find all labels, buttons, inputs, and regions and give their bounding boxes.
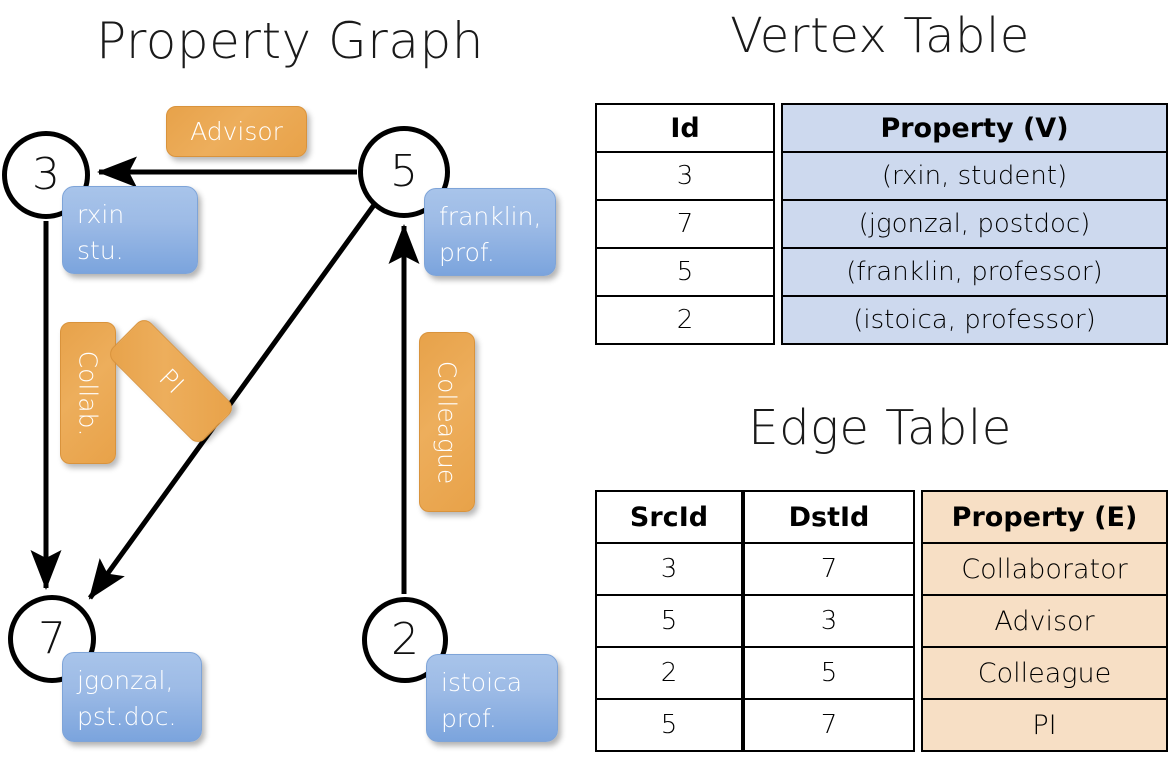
vertex-property-box-3: rxin stu. (62, 186, 198, 274)
edge-table-cell-dstid: 5 (743, 646, 915, 700)
edge-table-header-srcid: SrcId (595, 490, 743, 544)
table-row[interactable]: Advisor (921, 594, 1168, 648)
table-row[interactable]: 2 (595, 646, 743, 700)
table-row[interactable]: (istoica, professor) (781, 295, 1168, 345)
edge-table-cell-srcid: 2 (595, 646, 743, 700)
table-header-row: Property (E) (921, 490, 1168, 544)
table-row[interactable]: 5 (595, 698, 743, 752)
vertex-table-cell-property: (franklin, professor) (781, 247, 1168, 297)
edge-label-collab: Collab. (60, 322, 116, 464)
table-row[interactable]: 5 (743, 646, 915, 700)
vertex-node-5[interactable]: 5 (358, 126, 450, 218)
vertex-property-box-5: franklin, prof. (424, 188, 556, 276)
vertex-property-role-3: stu. (77, 236, 124, 266)
edge-label-pi-text: PI (152, 362, 190, 400)
table-row[interactable]: 3 (743, 594, 915, 648)
edge-table-cell-dstid: 7 (743, 698, 915, 752)
table-row[interactable]: 7 (743, 698, 915, 752)
vertex-table-cell-property: (istoica, professor) (781, 295, 1168, 345)
table-row[interactable]: Collaborator (921, 542, 1168, 596)
vertex-table-header-property: Property (V) (781, 103, 1168, 153)
vertex-property-name-5: franklin, (439, 202, 542, 231)
vertex-property-name-2: istoica (441, 668, 523, 697)
edge-table-cell-property: Colleague (921, 646, 1168, 700)
table-row[interactable]: 5 (595, 594, 743, 648)
edge-label-colleague-text: Colleague (432, 360, 462, 484)
table-row[interactable]: (jgonzal, postdoc) (781, 199, 1168, 249)
vertex-property-box-7: jgonzal, pst.doc. (62, 652, 202, 742)
vertex-table-cell-id: 2 (595, 295, 775, 345)
edge-table-cell-dstid: 3 (743, 594, 915, 648)
vertex-table-cell-id: 3 (595, 151, 775, 201)
table-row[interactable]: 2 (595, 295, 775, 345)
edge-label-collab-text: Collab. (73, 350, 103, 436)
edge-table-cell-property: PI (921, 698, 1168, 752)
table-row[interactable]: (franklin, professor) (781, 247, 1168, 297)
vertex-property-box-2: istoica prof. (426, 654, 558, 742)
table-row[interactable]: 3 (595, 151, 775, 201)
table-row[interactable]: Colleague (921, 646, 1168, 700)
edge-table-header-property: Property (E) (921, 490, 1168, 544)
vertex-property-name-3: rxin (77, 200, 125, 229)
table-header-row: Property (V) (781, 103, 1168, 153)
table-row[interactable]: 7 (743, 542, 915, 596)
vertex-property-role-7: pst.doc. (77, 702, 177, 732)
vertex-property-role-2: prof. (441, 704, 497, 734)
table-row[interactable]: (rxin, student) (781, 151, 1168, 201)
edge-table-cell-srcid: 5 (595, 698, 743, 752)
vertex-node-2-label: 2 (391, 614, 419, 665)
vertex-table-cell-id: 5 (595, 247, 775, 297)
edge-table-cell-dstid: 7 (743, 542, 915, 596)
vertex-table-property-column: Property (V) (rxin, student) (jgonzal, p… (781, 103, 1168, 345)
property-graph-diagram: 3 5 7 2 rxin stu. franklin, prof. jgonza… (2, 106, 558, 742)
vertex-property-name-7: jgonzal, (77, 666, 174, 695)
edge-table-srcid-column: SrcId 3 5 2 5 (595, 490, 743, 752)
table-row[interactable]: 3 (595, 542, 743, 596)
edge-label-colleague: Colleague (419, 332, 475, 512)
edge-5-to-7-pi (87, 203, 377, 600)
edge-table-cell-property: Advisor (921, 594, 1168, 648)
vertex-table-header-id: Id (595, 103, 775, 153)
vertex-node-5-label: 5 (390, 146, 418, 197)
edge-table-cell-srcid: 5 (595, 594, 743, 648)
table-row[interactable]: PI (921, 698, 1168, 752)
table-row[interactable]: 7 (595, 199, 775, 249)
vertex-table-cell-id: 7 (595, 199, 775, 249)
page-title-edge-table: Edge Table (748, 400, 1012, 456)
edge-label-advisor-text: Advisor (190, 117, 283, 146)
vertex-property-role-5: prof. (439, 238, 495, 268)
edge-label-advisor: Advisor (166, 106, 307, 157)
vertex-table-cell-property: (jgonzal, postdoc) (781, 199, 1168, 249)
page-title-property-graph: Property Graph (96, 12, 484, 70)
table-row[interactable]: 5 (595, 247, 775, 297)
vertex-table-id-column: Id 3 7 5 2 (595, 103, 775, 345)
edge-table-cell-srcid: 3 (595, 542, 743, 596)
edge-table-dstid-column: DstId 7 3 5 7 (743, 490, 915, 752)
table-header-row: SrcId (595, 490, 743, 544)
graph-edges-layer (30, 156, 420, 600)
page-title-vertex-table: Vertex Table (730, 8, 1030, 64)
table-header-row: Id (595, 103, 775, 153)
edge-table-property-column: Property (E) Collaborator Advisor Collea… (921, 490, 1168, 752)
edge-table-header-dstid: DstId (743, 490, 915, 544)
table-header-row: DstId (743, 490, 915, 544)
vertex-node-7-label: 7 (38, 613, 66, 664)
vertex-table-cell-property: (rxin, student) (781, 151, 1168, 201)
vertex-node-3-label: 3 (32, 149, 60, 200)
vertex-node-2[interactable]: 2 (362, 597, 448, 683)
edge-table-cell-property: Collaborator (921, 542, 1168, 596)
